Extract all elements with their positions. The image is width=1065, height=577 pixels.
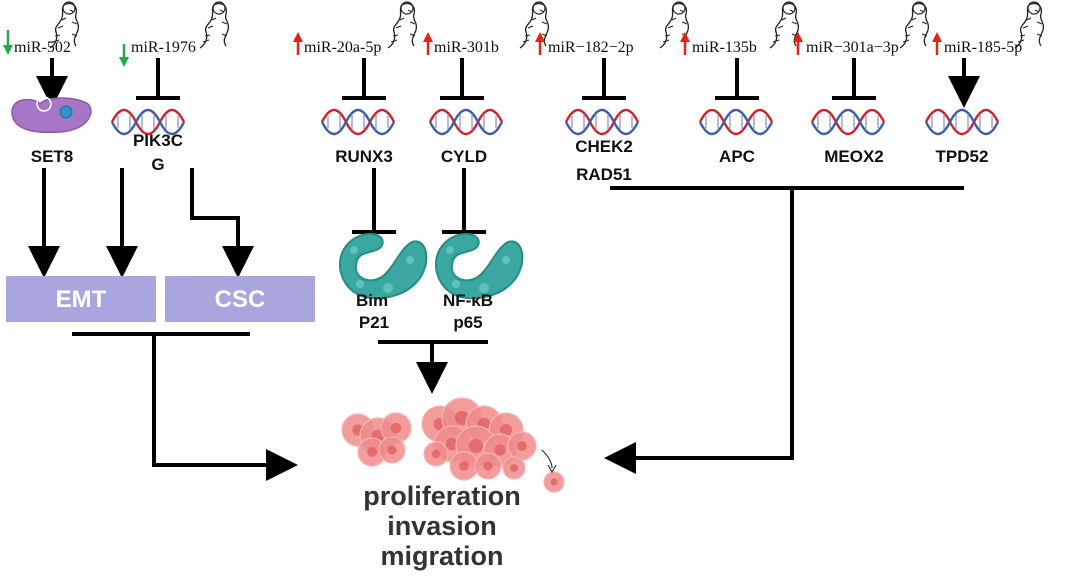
- protein-label-p65: p65: [453, 313, 482, 332]
- outcome-line-invasion: invasion: [387, 511, 497, 541]
- inhibition-bar: [442, 168, 486, 234]
- gene-label-tpd52: TPD52: [936, 147, 989, 166]
- mirna-label: miR−182−2p: [548, 39, 634, 56]
- dna-helix-icon: [428, 108, 504, 136]
- protein-label-p21: P21: [359, 313, 389, 332]
- mirna-hairpin-icon: [199, 1, 230, 49]
- inhibition-bar: [136, 58, 180, 100]
- gene-label-pik3cg: PIK3C: [133, 131, 183, 150]
- activation-arrow: [190, 168, 254, 278]
- up-arrow-icon: [535, 32, 545, 55]
- outcome-line-migration: migration: [380, 541, 503, 571]
- up-arrow-icon: [423, 32, 433, 55]
- inhibition-bar: [582, 58, 626, 100]
- csc-box: [165, 276, 315, 322]
- protein-label-bim: Bim: [356, 291, 388, 310]
- emt-label: EMT: [56, 286, 107, 313]
- gene-label-set8: SET8: [31, 147, 74, 166]
- up-arrow-icon: [932, 32, 942, 55]
- mirna-label: miR-502: [14, 39, 71, 56]
- gene-label-chek2: CHEK2: [575, 137, 633, 156]
- dna-helix-icon: [924, 108, 1000, 136]
- dna-helix-icon: [564, 108, 640, 136]
- inhibition-bar: [342, 58, 386, 100]
- mirna-label: miR-20a-5p: [304, 39, 381, 56]
- cell-escape-arrowhead-icon: [547, 464, 557, 474]
- inhibition-bar: [832, 58, 876, 100]
- gene-label-pik3cg-line2: G: [151, 155, 164, 174]
- tumor-cell-cluster-icon: [341, 397, 565, 493]
- inhibition-bar: [352, 168, 396, 234]
- gene-label-runx3: RUNX3: [335, 147, 393, 166]
- activation-arrow: [604, 188, 794, 474]
- gene-label-rad51: RAD51: [576, 165, 632, 184]
- emt-box: [6, 276, 156, 322]
- up-arrow-icon: [680, 32, 690, 55]
- outcome-line-proliferation: proliferation: [363, 481, 521, 511]
- up-arrow-icon: [793, 32, 803, 55]
- gene-label-meox2: MEOX2: [824, 147, 884, 166]
- mirna-label: miR−301a−3p: [806, 39, 899, 56]
- mirna-label: miR-1976: [131, 39, 196, 56]
- mirna-label: miR-185-5p: [944, 39, 1022, 56]
- mirna-hairpin-icon: [899, 1, 930, 49]
- activation-arrow: [152, 334, 298, 481]
- dna-helix-icon: [698, 108, 774, 136]
- csc-label: CSC: [215, 286, 266, 313]
- mirna-hairpin-icon: [387, 1, 418, 49]
- down-arrow-icon: [119, 44, 129, 67]
- down-arrow-icon: [3, 30, 13, 55]
- set8-enzyme-icon: [11, 96, 92, 134]
- protein-label-nfkb: NF-κB: [443, 291, 493, 310]
- protein-icon-bim: [338, 233, 428, 300]
- mirna-label: miR-135b: [692, 39, 757, 56]
- gene-label-apc: APC: [719, 147, 755, 166]
- inhibition-bar: [440, 58, 484, 100]
- cell-escape-arrow-icon: [541, 449, 553, 469]
- dna-helix-icon: [810, 108, 886, 136]
- dna-helix-icon: [320, 108, 396, 136]
- protein-icon-nfkb: [434, 233, 524, 300]
- mirna-label: miR-301b: [434, 39, 499, 56]
- up-arrow-icon: [293, 32, 303, 55]
- gene-label-cyld: CYLD: [441, 147, 487, 166]
- inhibition-bar: [715, 58, 759, 100]
